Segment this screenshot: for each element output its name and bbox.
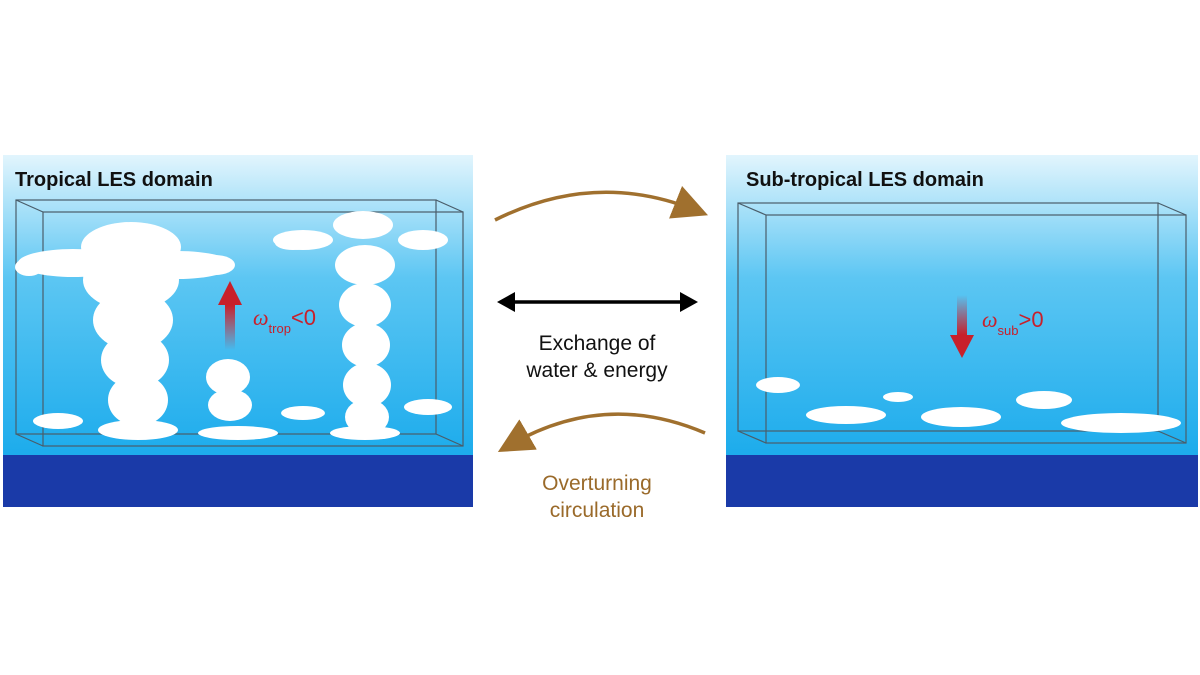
shallow-convective-cloud [198, 359, 278, 440]
circulation-arrow-lower [497, 412, 706, 453]
omega-subscript: sub [997, 323, 1019, 338]
shallow-clouds [756, 377, 1181, 433]
deep-convective-cloud-right [273, 211, 448, 440]
small-cloud [806, 406, 886, 424]
deep-convective-cloud-left [15, 222, 235, 440]
exchange-double-arrow [497, 292, 698, 312]
ocean-surface [726, 455, 1198, 507]
small-cloud [1016, 391, 1072, 409]
small-cloud [1061, 413, 1181, 433]
subsidence-arrow [950, 295, 974, 358]
omega-symbol: ω [253, 305, 269, 330]
ocean-surface [3, 455, 473, 507]
exchange-label-line: Exchange of [538, 332, 656, 355]
exchange-label-line: water & energy [526, 359, 668, 382]
panel-title-tropical: Tropical LES domain [15, 169, 213, 191]
small-cloud [33, 413, 83, 429]
omega-trop-label: ωtrop<0 [253, 305, 317, 336]
exchange-arrows [494, 185, 709, 453]
small-cloud [281, 406, 325, 420]
tropical-domain-panel: Tropical LES domain ωtrop<0 [3, 155, 473, 507]
circulation-label-line: circulation [549, 499, 645, 522]
panel-title-subtropical: Sub-tropical LES domain [746, 169, 984, 191]
domain-box-wireframe [737, 202, 1187, 444]
circulation-arrow-upper [494, 185, 709, 222]
small-cloud [404, 399, 452, 415]
exchange-label: Exchange of water & energy [477, 330, 717, 384]
subtropical-domain-panel: Sub-tropical LES domain ωsub>0 [726, 155, 1198, 507]
small-cloud [921, 407, 1001, 427]
subtropical-domain-illustration [726, 155, 1198, 507]
small-cloud [756, 377, 800, 393]
omega-sub-label: ωsub>0 [982, 307, 1044, 338]
omega-relation: >0 [1018, 307, 1044, 332]
convective-clouds [15, 211, 452, 440]
omega-relation: <0 [290, 305, 317, 330]
omega-symbol: ω [982, 307, 998, 332]
sky-background [3, 155, 473, 507]
tropical-domain-illustration [3, 155, 473, 507]
omega-subscript: trop [268, 321, 291, 336]
circulation-label-line: Overturning [542, 472, 652, 495]
circulation-label: Overturning circulation [477, 470, 717, 524]
small-cloud [883, 392, 913, 402]
updraft-arrow [218, 281, 242, 350]
